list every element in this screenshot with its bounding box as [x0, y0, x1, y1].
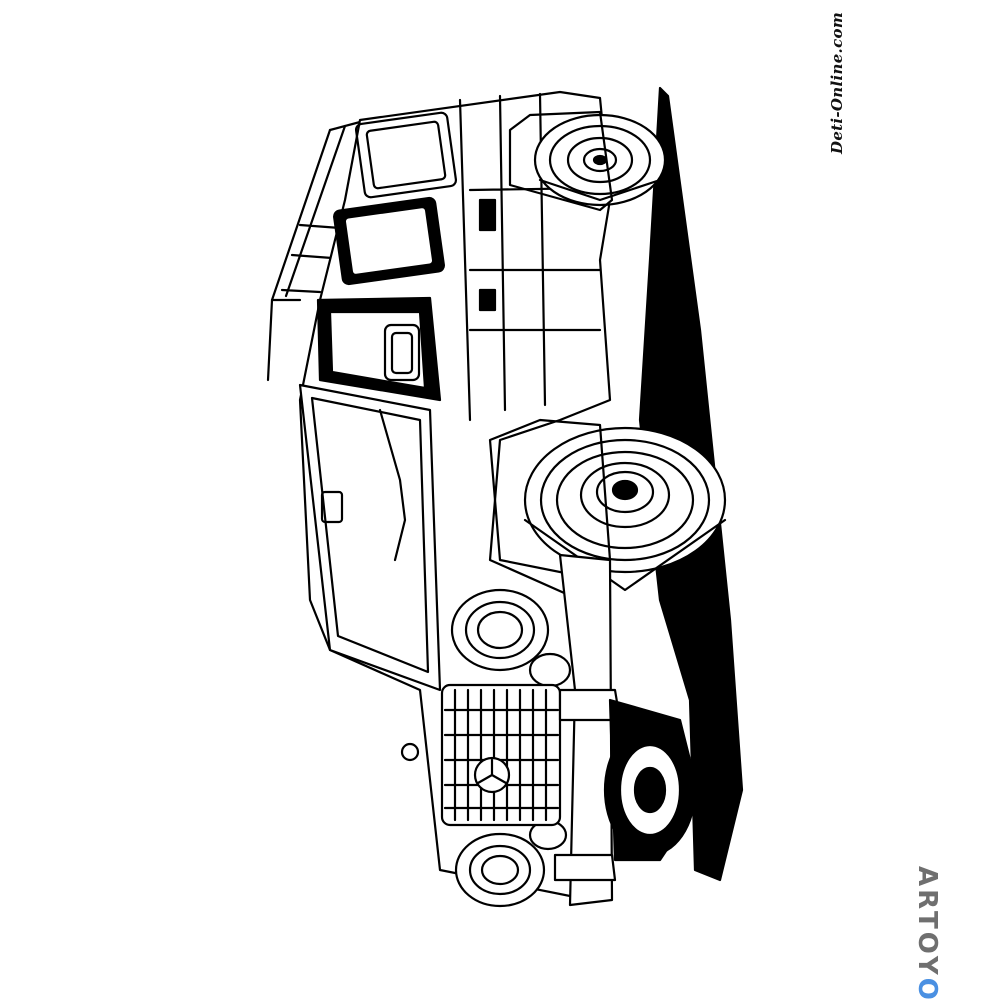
- hood-badge-icon: [400, 742, 420, 762]
- brand-name-tail: O: [912, 977, 942, 1003]
- rear-window-2-inner: [343, 205, 435, 277]
- indicator-top: [528, 652, 572, 688]
- rear-window-1-inner: [365, 120, 447, 190]
- side-panel-lines: [458, 92, 602, 422]
- door-handle: [320, 490, 344, 524]
- front-fender: [558, 553, 614, 907]
- headlight-bottom: [454, 832, 546, 908]
- open-door-frame: [298, 383, 442, 692]
- brand-name-main: ARTOY: [912, 866, 942, 978]
- roof-rack: [266, 120, 362, 382]
- emblem-icon: [473, 756, 511, 794]
- rear-wheel: [533, 113, 667, 207]
- brand-logo: ARTOYO: [912, 866, 942, 1003]
- rear-window-1: [354, 111, 458, 199]
- open-door-inner: [310, 396, 430, 674]
- headlight-top: [450, 588, 550, 672]
- front-grille: [440, 683, 562, 827]
- site-watermark: Deti-Online.com: [828, 12, 846, 154]
- seat-belt: [378, 408, 407, 562]
- front-wheel: [523, 426, 727, 592]
- rear-wheel-arch: [508, 110, 614, 212]
- side-mirror: [383, 323, 421, 382]
